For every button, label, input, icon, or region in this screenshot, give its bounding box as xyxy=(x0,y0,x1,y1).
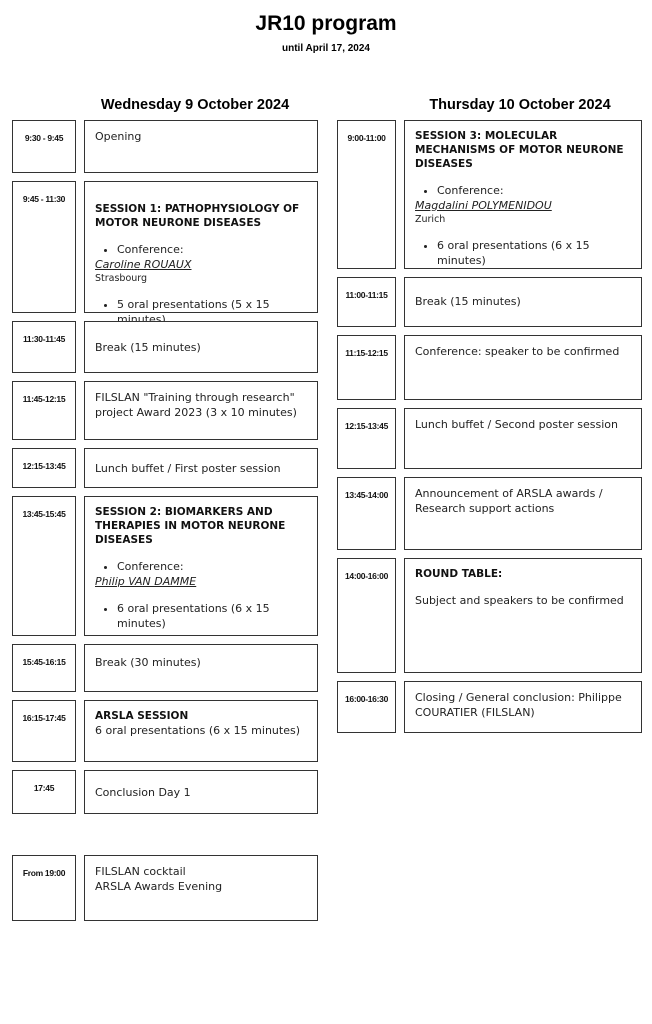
session-title: ARSLA SESSION xyxy=(95,710,189,722)
schedule-item: Conference: speaker to be confirmed xyxy=(404,335,642,400)
conference-label: Conference: xyxy=(117,559,307,574)
schedule-item: Closing / General conclusion: Philippe C… xyxy=(404,681,642,733)
session-title: SESSION 2: BIOMARKERS AND THERAPIES IN M… xyxy=(95,506,286,546)
time-slot: 16:00-16:30 xyxy=(337,681,396,733)
item-text: Opening xyxy=(95,130,142,143)
item-text: Closing / General conclusion: Philippe C… xyxy=(415,691,622,719)
speaker-name: Philip VAN DAMME xyxy=(95,575,197,588)
time-slot: 16:15-17:45 xyxy=(12,700,76,762)
session-item: SESSION 3: MOLECULAR MECHANISMS OF MOTOR… xyxy=(404,120,642,269)
time-slot: 11:00-11:15 xyxy=(337,277,396,327)
time-slot: 17:45 xyxy=(12,770,76,814)
presentations-text: 6 oral presentations (6 x 15 minutes) xyxy=(117,601,307,631)
time-slot: 15:45-16:15 xyxy=(12,644,76,692)
schedule-item: FILSLAN cocktail ARSLA Awards Evening xyxy=(84,855,318,921)
time-slot: 12:15-13:45 xyxy=(12,448,76,488)
time-slot: From 19:00 xyxy=(12,855,76,921)
item-text: Conclusion Day 1 xyxy=(95,786,191,799)
speaker-city: Zurich xyxy=(415,214,446,225)
speaker-name: Magdalini POLYMENIDOU xyxy=(415,199,552,212)
schedule-item: Break (15 minutes) xyxy=(84,321,318,373)
session-item: ROUND TABLE: Subject and speakers to be … xyxy=(404,558,642,673)
time-slot: 9:30 - 9:45 xyxy=(12,120,76,173)
presentations-text: 6 oral presentations (6 x 15 minutes) xyxy=(437,238,631,268)
schedule-item: Announcement of ARSLA awards / Research … xyxy=(404,477,642,550)
schedule-item: Lunch buffet / Second poster session xyxy=(404,408,642,469)
item-text: Break (15 minutes) xyxy=(95,341,201,354)
time-slot: 13:45-15:45 xyxy=(12,496,76,636)
item-text-line1: FILSLAN cocktail xyxy=(95,865,186,878)
schedule-item: FILSLAN "Training through research" proj… xyxy=(84,381,318,440)
conference-label: Conference: xyxy=(437,183,631,198)
schedule-item: Opening xyxy=(84,120,318,173)
item-text: Lunch buffet / First poster session xyxy=(95,462,281,475)
speaker-name: Caroline ROUAUX xyxy=(95,258,192,271)
day2-heading: Thursday 10 October 2024 xyxy=(429,97,611,113)
time-slot: 9:45 - 11:30 xyxy=(12,181,76,313)
session-item: SESSION 2: BIOMARKERS AND THERAPIES IN M… xyxy=(84,496,318,636)
schedule-item: Break (15 minutes) xyxy=(404,277,642,327)
item-text: Lunch buffet / Second poster session xyxy=(415,418,618,431)
item-text: Subject and speakers to be confirmed xyxy=(415,594,624,607)
session-title: SESSION 3: MOLECULAR MECHANISMS OF MOTOR… xyxy=(415,130,624,170)
conference-label: Conference: xyxy=(117,242,307,257)
item-text-line2: ARSLA Awards Evening xyxy=(95,880,223,893)
session-title: SESSION 1: PATHOPHYSIOLOGY OF MOTOR NEUR… xyxy=(95,203,300,229)
time-slot: 13:45-14:00 xyxy=(337,477,396,550)
item-text: Break (30 minutes) xyxy=(95,656,201,669)
item-text: 6 oral presentations (6 x 15 minutes) xyxy=(95,724,300,737)
speaker-city: Strasbourg xyxy=(95,273,148,284)
session-item: ARSLA SESSION 6 oral presentations (6 x … xyxy=(84,700,318,762)
schedule-item: Lunch buffet / First poster session xyxy=(84,448,318,488)
schedule-item: Break (30 minutes) xyxy=(84,644,318,692)
day1-heading: Wednesday 9 October 2024 xyxy=(100,97,290,113)
page-subtitle: until April 17, 2024 xyxy=(282,43,370,54)
session-item: SESSION 1: PATHOPHYSIOLOGY OF MOTOR NEUR… xyxy=(84,181,318,326)
time-slot: 11:45-12:15 xyxy=(12,381,76,440)
time-slot: 11:30-11:45 xyxy=(12,321,76,373)
item-text: Conference: speaker to be confirmed xyxy=(415,345,620,358)
time-slot: 14:00-16:00 xyxy=(337,558,396,673)
time-slot: 11:15-12:15 xyxy=(337,335,396,400)
page-title: JR10 program xyxy=(255,12,397,35)
item-text: Announcement of ARSLA awards / Research … xyxy=(415,487,603,515)
schedule-item: Conclusion Day 1 xyxy=(84,770,318,814)
item-text: Break (15 minutes) xyxy=(415,295,521,308)
time-slot: 9:00-11:00 xyxy=(337,120,396,269)
item-text: FILSLAN "Training through research" proj… xyxy=(95,391,297,419)
session-title: ROUND TABLE: xyxy=(415,568,503,580)
time-slot: 12:15-13:45 xyxy=(337,408,396,469)
